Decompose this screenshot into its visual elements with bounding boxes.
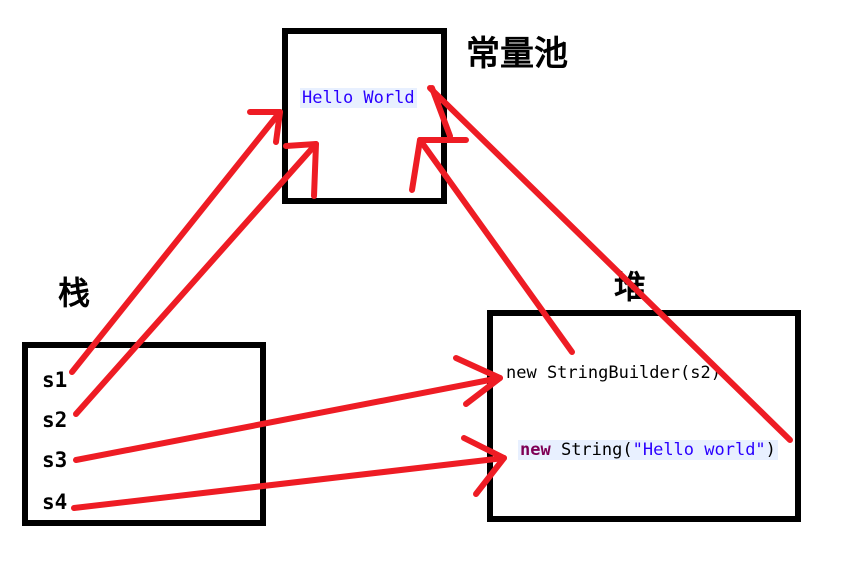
heap-object-stringbuilder: new StringBuilder(s2) xyxy=(506,363,721,383)
stack-var-s1: s1 xyxy=(42,368,68,392)
heap-label: 堆 xyxy=(614,268,647,306)
constant-pool-entry: Hello World xyxy=(300,88,417,108)
stack-label: 栈 xyxy=(58,274,91,312)
keyword-new: new xyxy=(520,440,551,460)
constant-pool-label: 常量池 xyxy=(466,34,568,74)
close-paren: ) xyxy=(765,440,776,460)
heap-object-string: new String("Hello world") xyxy=(518,440,778,460)
string-literal: "Hello world" xyxy=(632,440,766,460)
constant-pool-box xyxy=(282,28,447,204)
stack-var-s2: s2 xyxy=(42,408,68,432)
arrow-s1-to-pool xyxy=(69,109,283,375)
heap-box xyxy=(487,310,801,522)
stack-var-s3: s3 xyxy=(42,448,68,472)
class-string: String( xyxy=(550,440,633,460)
stack-var-s4: s4 xyxy=(42,490,68,514)
